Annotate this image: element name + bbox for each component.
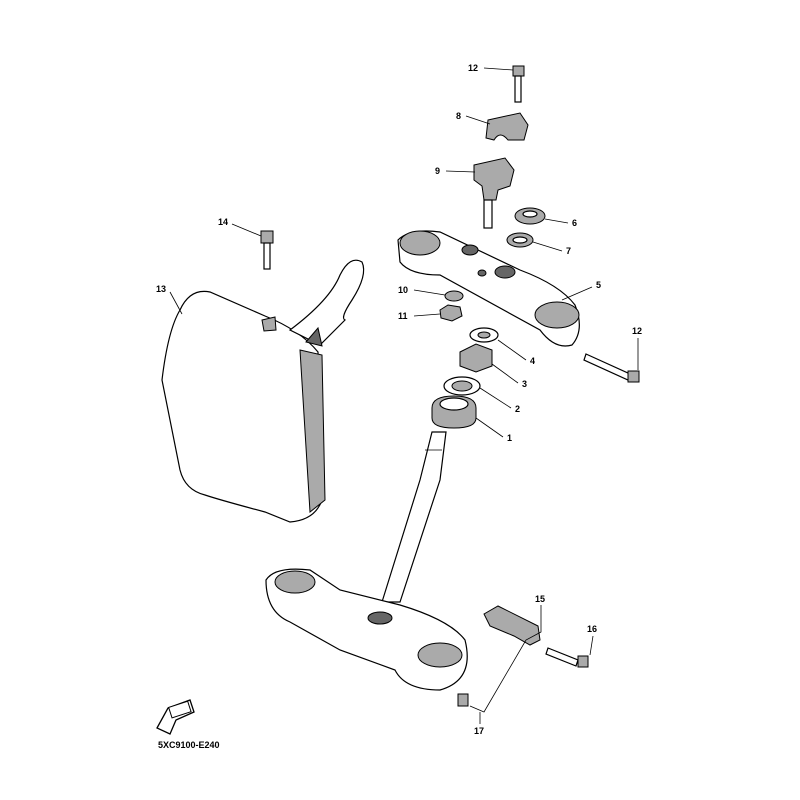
callout-12-top: 12: [468, 63, 478, 73]
callout-12-right: 12: [632, 326, 642, 336]
callout-9: 9: [435, 166, 440, 176]
callout-4: 4: [530, 356, 535, 366]
washer-4: [469, 327, 499, 343]
leader-lines: [169, 67, 639, 724]
fwd-arrow-icon: [156, 699, 195, 735]
nut-6: [514, 207, 546, 225]
callout-14: 14: [218, 217, 228, 227]
bolt-16: [545, 647, 589, 668]
upper-bracket: [397, 230, 580, 347]
lower-bracket: [265, 568, 468, 691]
washer-7: [506, 232, 534, 248]
washer-10: [444, 290, 464, 302]
callout-17: 17: [474, 726, 484, 736]
callout-7: 7: [566, 246, 571, 256]
callout-5: 5: [596, 280, 601, 290]
handlebar-clamp-upper: [485, 112, 529, 141]
number-plate: [161, 259, 365, 523]
diagram-code: 5XC9100-E240: [158, 740, 220, 750]
callout-6: 6: [572, 218, 577, 228]
callout-16: 16: [587, 624, 597, 634]
callout-11: 11: [398, 311, 408, 321]
callout-1: 1: [507, 433, 512, 443]
callout-3: 3: [522, 379, 527, 389]
callout-15: 15: [535, 594, 545, 604]
callout-2: 2: [515, 404, 520, 414]
callout-8: 8: [456, 111, 461, 121]
callout-10: 10: [398, 285, 408, 295]
callout-13: 13: [156, 284, 166, 294]
bolt-14: [260, 230, 274, 270]
bearing: [431, 395, 477, 429]
steering-nut: [459, 343, 493, 373]
handlebar-holder: [473, 157, 515, 229]
bearing-cover: [443, 376, 481, 396]
nut-11: [439, 304, 463, 322]
clip-17: [457, 693, 469, 707]
steering-stem: [381, 431, 447, 603]
bolt-12-top: [512, 65, 525, 103]
bolt-12-right: [583, 353, 640, 383]
cable-guide: [483, 605, 541, 646]
